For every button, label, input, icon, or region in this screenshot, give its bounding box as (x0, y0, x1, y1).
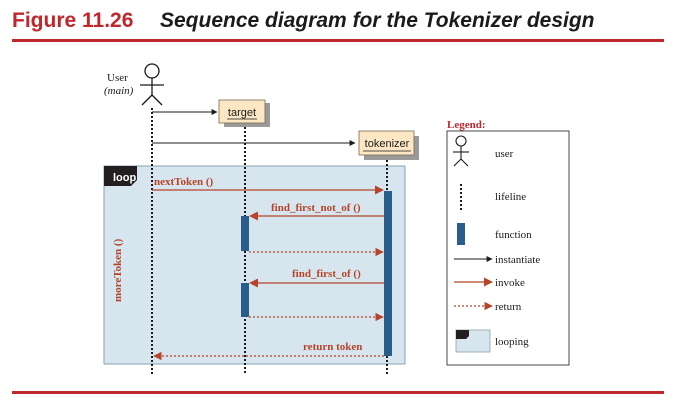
figure-header: Figure 11.26 Sequence diagram for the To… (0, 0, 673, 44)
message-return-token: return token (153, 341, 384, 361)
legend-title: Legend: (447, 119, 486, 131)
target-activation-bar-1 (241, 216, 249, 251)
legend-user-icon (455, 135, 467, 147)
loop-tag-shape (104, 166, 137, 186)
find-first-not-of-label: find_first_not_of () (271, 202, 361, 214)
legend-looping: looping (455, 329, 529, 353)
legend-function-icon (457, 223, 465, 245)
find-first-of-label: find_first_of () (292, 268, 361, 280)
return-token-label: return token (303, 341, 362, 353)
message-find-first-not-of: find_first_not_of () (249, 202, 384, 257)
footer-rule (12, 391, 664, 394)
actor-name: User (107, 72, 128, 84)
legend-function-label: function (495, 229, 532, 241)
legend: Legend: user lifeline function instantia… (446, 119, 570, 366)
target-object-label: target (228, 107, 256, 119)
tokenizer-activation-bar (384, 191, 392, 356)
tokenizer-object: tokenizer (358, 130, 419, 160)
target-object: target (218, 99, 270, 127)
legend-function: function (457, 223, 532, 245)
tokenizer-object-label: tokenizer (365, 138, 410, 150)
header-rule (12, 39, 664, 42)
legend-instantiate: instantiate (454, 254, 540, 266)
message-find-first-of: find_first_of () (249, 268, 384, 322)
figure-title: Sequence diagram for the Tokenizer desig… (160, 9, 595, 32)
legend-instantiate-label: instantiate (495, 254, 540, 266)
loop-frame: loop moreToken () (103, 165, 406, 365)
loop-condition-label: moreToken () (112, 238, 124, 302)
legend-invoke: invoke (454, 277, 525, 289)
next-token-label: nextToken () (154, 176, 214, 188)
legend-looping-label: looping (495, 336, 529, 348)
legend-return: return (454, 301, 522, 313)
legend-lifeline-label: lifeline (495, 191, 526, 203)
loop-tag-label: loop (113, 172, 136, 184)
actor-role: (main) (104, 85, 134, 97)
target-activation-bar-2 (241, 283, 249, 317)
legend-box (446, 130, 570, 366)
message-next-token: nextToken () (152, 176, 384, 195)
legend-lifeline: lifeline (460, 184, 526, 212)
legend-invoke-label: invoke (495, 277, 525, 289)
legend-user-label: user (495, 148, 514, 160)
user-stick-figure-icon (144, 63, 160, 79)
user-actor: User (main) (104, 63, 164, 106)
legend-return-label: return (495, 301, 522, 313)
figure-number: Figure 11.26 (12, 9, 134, 32)
legend-user: user (453, 135, 514, 167)
